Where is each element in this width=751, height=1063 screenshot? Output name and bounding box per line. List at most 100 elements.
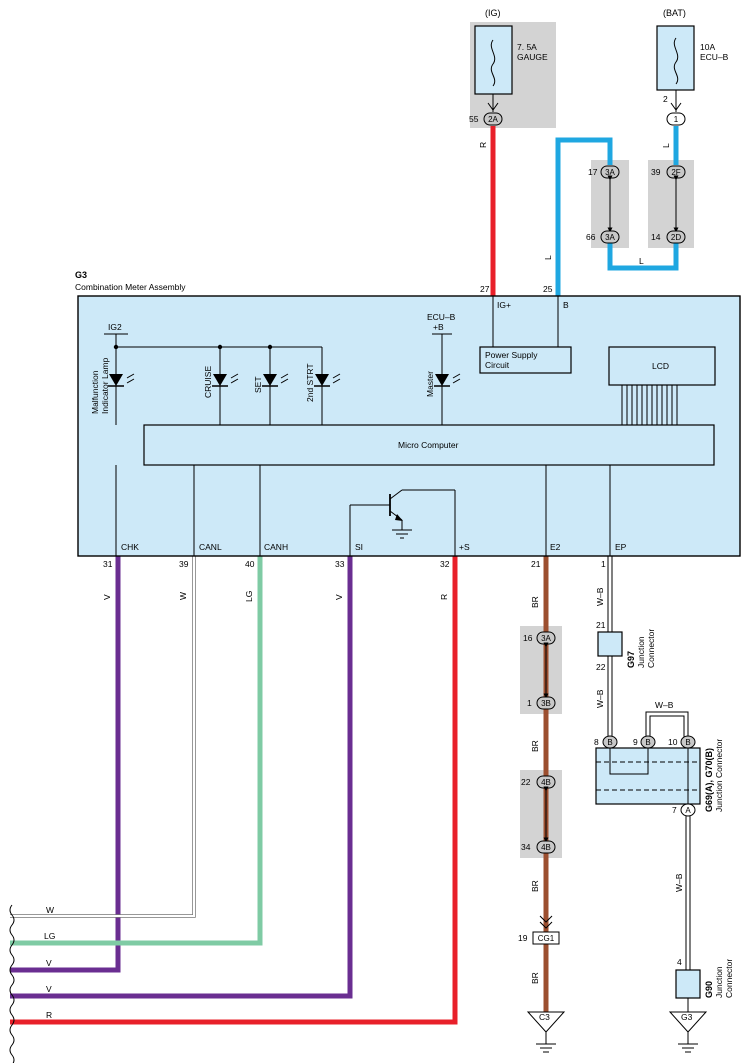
pin-10: 10 (668, 737, 678, 747)
pin-1-3b: 1 (527, 698, 532, 708)
connector-4b-bottom: 4B (536, 840, 556, 854)
svg-text:3A: 3A (605, 233, 615, 242)
pin-39-top: 39 (651, 167, 661, 177)
connector-2f: 2F (666, 165, 686, 179)
master-lamp-label: Master (425, 371, 435, 397)
ecu-b-connector-arrow-icon (670, 102, 682, 111)
wire-color-br-2: BR (530, 740, 540, 752)
wire-color-l-bottom: L (639, 256, 644, 266)
cg1-arrow-icon (539, 915, 553, 929)
svg-text:3A: 3A (541, 634, 551, 643)
pin-27: 27 (480, 284, 490, 294)
wire-b-blue-lower (607, 243, 679, 271)
pin-40: 40 (245, 559, 255, 569)
micro-computer (143, 424, 715, 466)
terminal-canh: CANH (264, 542, 288, 552)
connector-3a-bottom: 3A (600, 230, 620, 244)
terminal-b: B (563, 300, 569, 310)
wire-jumper-wb-a (645, 711, 689, 740)
svg-text:3A: 3A (605, 168, 615, 177)
set-lamp-label: SET (253, 376, 263, 393)
ground-g3-icon (668, 1011, 708, 1053)
ig2-label: IG2 (108, 322, 122, 332)
connector-b-9: B (640, 735, 656, 749)
pin-22-4b: 22 (521, 777, 531, 787)
power-supply-label-1: Power Supply (485, 350, 538, 360)
ig-source-label: (IG) (485, 8, 501, 18)
terminal-ig-plus: IG+ (497, 300, 511, 310)
wire-color-br-1: BR (530, 596, 540, 608)
meter-name: Combination Meter Assembly (75, 282, 186, 292)
pin-14: 14 (651, 232, 661, 242)
wire-color-w-canl: W (178, 592, 188, 600)
g97-label-1: Junction (636, 636, 646, 668)
g69-g70-label: Junction Connector (714, 739, 724, 812)
g97-code: G97 (626, 651, 636, 668)
wire-canh-green (10, 556, 263, 946)
terminal-plus-s: +S (459, 542, 470, 552)
wire-b-blue-upper (555, 137, 613, 296)
ecu-b-fuse-element-icon (673, 37, 679, 85)
ground-g3-label: G3 (681, 1012, 693, 1022)
malfunction-lamp-label-1: Malfunction (90, 370, 100, 414)
pin-34: 34 (521, 842, 531, 852)
g90-label-2: Connector (724, 959, 734, 998)
connector-b-10: B (680, 735, 696, 749)
master-lamp-led-icon (434, 373, 461, 387)
svg-text:4B: 4B (541, 843, 551, 852)
svg-text:B: B (607, 738, 612, 747)
pin-16: 16 (523, 633, 533, 643)
junction-connector-g97 (597, 631, 623, 657)
g97-label-2: Connector (646, 629, 656, 668)
gauge-connector-arrow-icon (487, 102, 499, 111)
pin-22-g97: 22 (596, 662, 606, 672)
wire-color-wb-jumper: W–B (655, 700, 674, 710)
terminal-e2: E2 (550, 542, 561, 552)
malfunction-lamp-led-icon (108, 373, 135, 387)
bat-source-label: (BAT) (663, 8, 686, 18)
pin-9: 9 (633, 737, 638, 747)
gauge-fuse-element-icon (490, 39, 496, 87)
wire-canl-white-outer (10, 556, 196, 918)
lcd (608, 346, 716, 386)
set-lamp-led-icon (262, 373, 289, 387)
power-supply-label-2: Circuit (485, 360, 510, 370)
pin-66: 66 (586, 232, 596, 242)
connector-a-7: A (680, 803, 696, 817)
pin-17: 17 (588, 167, 598, 177)
wire-color-br-3: BR (530, 880, 540, 892)
cruise-lamp-label: CRUISE (203, 366, 213, 398)
wire-break-mark (9, 904, 15, 1063)
wire-label-w-left: W (46, 905, 54, 915)
wire-color-r-plus-s: R (439, 594, 449, 600)
connector-4b-top: 4B (536, 775, 556, 789)
svg-text:2A: 2A (488, 115, 498, 124)
g90-label-1: Junction (714, 966, 724, 998)
wire-jumper-wb-b (649, 715, 685, 740)
connector-b-8: B (602, 735, 618, 749)
pin-8: 8 (594, 737, 599, 747)
terminal-canl: CANL (199, 542, 222, 552)
wire-color-lg-canh: LG (244, 591, 254, 602)
wire-label-v1-left: V (46, 958, 52, 968)
svg-text:2F: 2F (671, 168, 680, 177)
gauge-fuse (474, 25, 513, 95)
ecu-b-label-1: ECU–B (427, 312, 456, 322)
pin-25: 25 (543, 284, 553, 294)
svg-text:A: A (685, 806, 691, 815)
transistor-icon (349, 489, 456, 556)
malfunction-lamp-label-2: Indicator Lamp (100, 358, 110, 414)
svg-text:B: B (685, 738, 690, 747)
connector-3a-top: 3A (600, 165, 620, 179)
lcd-label: LCD (652, 361, 669, 371)
svg-text:2D: 2D (671, 233, 681, 242)
pin-4: 4 (677, 957, 682, 967)
wire-color-l-left: L (543, 255, 553, 260)
pin-31: 31 (103, 559, 113, 569)
connector-cg1: CG1 (532, 931, 560, 945)
connector-1: 1 (666, 112, 686, 126)
svg-text:B: B (645, 738, 650, 747)
terminal-si: SI (355, 542, 363, 552)
g90-code: G90 (704, 981, 714, 998)
connector-3a-brown: 3A (536, 631, 556, 645)
